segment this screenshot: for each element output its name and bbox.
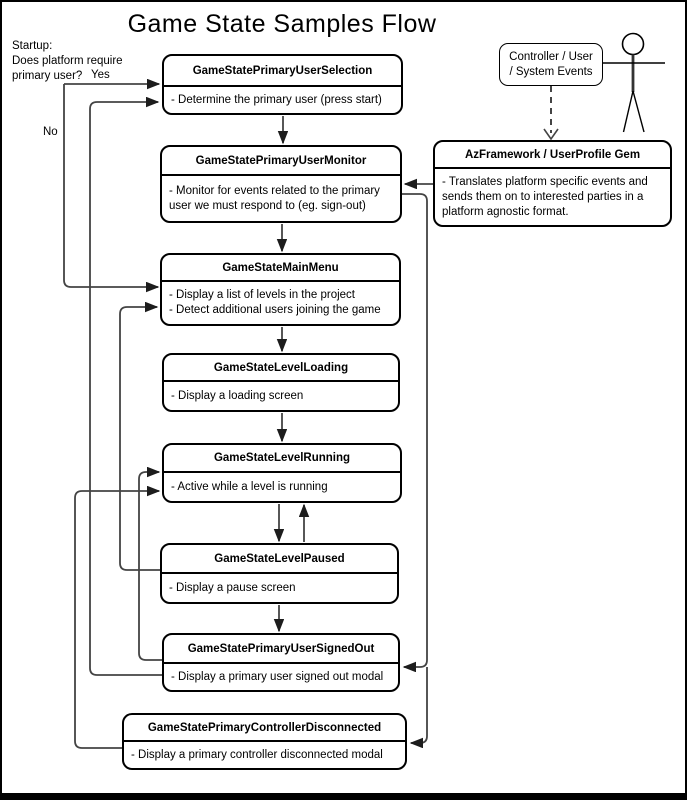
state-title: GameStatePrimaryUserSignedOut — [164, 635, 398, 664]
state-body: - Display a primary user signed out moda… — [164, 664, 398, 690]
state-level-loading: GameStateLevelLoading - Display a loadin… — [162, 353, 400, 412]
startup-note-line: Startup: — [12, 40, 53, 52]
state-title: AzFramework / UserProfile Gem — [435, 142, 670, 169]
bottom-frame-bar — [2, 793, 685, 798]
startup-note-line: Does platform require — [12, 55, 123, 67]
state-primary-user-monitor: GameStatePrimaryUserMonitor - Monitor fo… — [160, 145, 402, 223]
actor-leg-left — [622, 90, 634, 133]
state-body: - Display a loading screen — [164, 382, 398, 410]
state-title: GameStatePrimaryUserSelection — [164, 56, 401, 87]
state-level-running: GameStateLevelRunning - Active while a l… — [162, 443, 402, 503]
open-arrowhead-icon — [543, 128, 559, 141]
state-body-line: - Detect additional users joining the ga… — [169, 304, 381, 316]
state-body-line: user we must respond to (eg. sign-out) — [169, 199, 366, 212]
events-source-line: Controller / User — [509, 50, 593, 63]
edge-paused-to-mainmenu — [119, 307, 160, 571]
state-title: GameStatePrimaryControllerDisconnected — [124, 715, 405, 742]
page-title: Game State Samples Flow — [127, 10, 437, 38]
state-body-line: - Display a pause screen — [169, 581, 296, 594]
actor-figure — [602, 32, 665, 133]
state-body: - Translates platform specific events an… — [435, 169, 670, 225]
state-title: GameStateLevelPaused — [162, 545, 397, 574]
edge-signedout-to-running — [138, 472, 162, 661]
state-body-line: - Display a loading screen — [171, 389, 304, 402]
state-primary-user-selection: GameStatePrimaryUserSelection - Determin… — [162, 54, 403, 115]
edge-label-no: No — [43, 126, 58, 138]
state-body-line: - Determine the primary user (press star… — [171, 93, 382, 106]
startup-note-line: primary user? — [12, 70, 83, 82]
actor-head — [621, 32, 645, 56]
events-dashed-edge — [543, 86, 559, 141]
state-body-line: - Display a primary controller disconnec… — [131, 748, 383, 761]
edge-startup-no — [63, 84, 158, 287]
state-body: - Display a list of levels in the projec… — [162, 282, 399, 324]
state-body-line: - Monitor for events related to the prim… — [169, 184, 380, 197]
state-body-line: - Translates platform specific events an… — [442, 175, 648, 188]
state-body-line: - Display a primary user signed out moda… — [171, 670, 384, 683]
edge-disconnected-to-running — [74, 491, 159, 749]
state-body-line: - Active while a level is running — [171, 480, 328, 493]
state-main-menu: GameStateMainMenu - Display a list of le… — [160, 253, 401, 326]
state-primary-user-signed-out: GameStatePrimaryUserSignedOut - Display … — [162, 633, 400, 692]
state-body: - Active while a level is running — [164, 473, 400, 501]
startup-note: Startup: Does platform require primary u… — [12, 39, 123, 84]
state-body: - Determine the primary user (press star… — [164, 87, 401, 113]
state-title: GameStatePrimaryUserMonitor — [162, 147, 400, 176]
state-title: GameStateLevelLoading — [164, 355, 398, 382]
state-title: GameStateLevelRunning — [164, 445, 400, 473]
edge-signedout-to-selection — [89, 102, 162, 676]
events-source-box: Controller / User / System Events — [499, 43, 603, 86]
state-body-line: sends them on to interested parties in a — [442, 190, 644, 203]
state-level-paused: GameStateLevelPaused - Display a pause s… — [160, 543, 399, 604]
state-body-line: - Display a list of levels in the projec… — [169, 289, 355, 301]
state-body: - Display a pause screen — [162, 574, 397, 602]
edge-monitor-to-signedout — [402, 193, 428, 667]
state-az-framework-user-profile-gem: AzFramework / UserProfile Gem - Translat… — [433, 140, 672, 227]
state-body-line: platform agnostic format. — [442, 205, 569, 218]
state-body: - Display a primary controller disconnec… — [124, 742, 405, 768]
actor-leg-right — [632, 90, 645, 133]
state-body: - Monitor for events related to the prim… — [162, 176, 400, 221]
edge-label-yes: Yes — [91, 69, 110, 81]
state-title: GameStateMainMenu — [162, 255, 399, 282]
events-source-line: / System Events — [509, 65, 593, 78]
state-primary-controller-disconnected: GameStatePrimaryControllerDisconnected -… — [122, 713, 407, 770]
edge-monitor-to-disconnected — [411, 667, 428, 743]
